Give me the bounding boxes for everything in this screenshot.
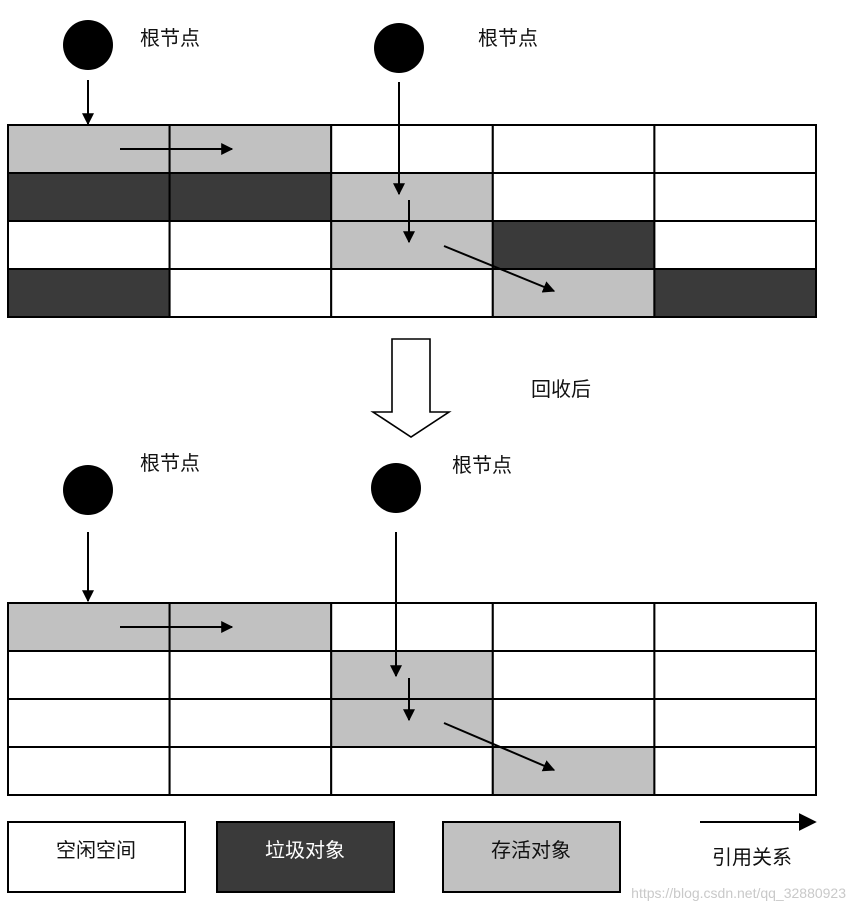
root-node-label-4: 根节点 xyxy=(452,453,512,477)
memory-cell-free xyxy=(7,220,171,270)
memory-cell-free xyxy=(168,268,333,318)
memory-cell-live xyxy=(330,172,494,222)
before-section: 根节点 根节点 xyxy=(7,20,818,318)
legend-swatch-garbage xyxy=(216,821,395,893)
legend-swatch-live xyxy=(442,821,621,893)
legend-label-live: 存活对象 xyxy=(491,838,571,862)
root-node-1 xyxy=(63,20,113,70)
memory-cell-garbage xyxy=(653,268,818,318)
root-node-3 xyxy=(63,465,113,515)
memory-cell-free xyxy=(168,220,333,270)
memory-cell-free xyxy=(330,746,494,796)
memory-cell-free xyxy=(330,124,494,174)
after-collection-label: 回收后 xyxy=(531,377,591,401)
memory-cell-garbage xyxy=(7,268,171,318)
memory-cell-live xyxy=(330,220,494,270)
legend-label-garbage: 垃圾对象 xyxy=(265,838,345,862)
legend: 空闲空间 垃圾对象 存活对象 引用关系 xyxy=(7,813,817,893)
memory-cell-free xyxy=(653,746,818,796)
root-node-label-3: 根节点 xyxy=(140,451,200,475)
memory-cell-live xyxy=(330,698,494,748)
memory-cell-free xyxy=(168,746,333,796)
memory-cell-free xyxy=(491,172,656,222)
memory-cell-garbage xyxy=(168,172,333,222)
legend-label-free: 空闲空间 xyxy=(56,838,136,862)
memory-cell-free xyxy=(330,602,494,652)
watermark: https://blog.csdn.net/qq_32880923 xyxy=(631,885,846,901)
memory-cell-free xyxy=(491,602,656,652)
memory-cell-garbage xyxy=(491,220,656,270)
memory-cell-free xyxy=(7,650,171,700)
memory-cell-free xyxy=(168,698,333,748)
memory-cell-free xyxy=(653,602,818,652)
memory-cell-free xyxy=(653,698,818,748)
memory-cell-garbage xyxy=(7,172,171,222)
memory-cell-free xyxy=(491,698,656,748)
memory-cell-free xyxy=(491,124,656,174)
memory-cell-free xyxy=(330,268,494,318)
memory-cell-free xyxy=(653,650,818,700)
hollow-down-arrow-icon xyxy=(370,338,452,438)
memory-cell-free xyxy=(7,746,171,796)
reference-arrow xyxy=(443,245,556,293)
root-node-2 xyxy=(374,23,424,73)
collection-transition: 回收后 xyxy=(370,338,591,438)
memory-cell-free xyxy=(653,172,818,222)
root-node-label-1: 根节点 xyxy=(140,26,200,50)
root-node-label-2: 根节点 xyxy=(478,26,538,50)
memory-cell-free xyxy=(653,220,818,270)
legend-label-reference: 引用关系 xyxy=(712,845,792,869)
memory-cell-live xyxy=(330,650,494,700)
memory-grid-before xyxy=(7,124,818,318)
legend-swatch-free xyxy=(7,821,186,893)
memory-cell-free xyxy=(653,124,818,174)
reference-arrow xyxy=(443,722,556,772)
memory-cell-free xyxy=(7,698,171,748)
after-section: 根节点 根节点 xyxy=(7,451,818,796)
memory-cell-free xyxy=(168,650,333,700)
memory-cell-free xyxy=(491,650,656,700)
root-node-4 xyxy=(371,463,421,513)
memory-grid-after xyxy=(7,602,818,796)
